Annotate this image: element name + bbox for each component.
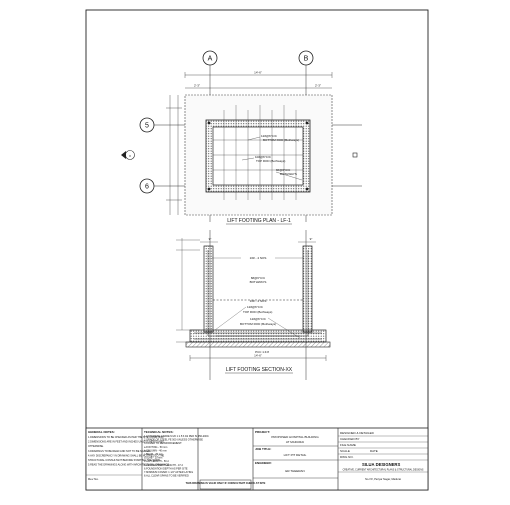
- plan-left-edge-dim: 2'-3": [194, 84, 200, 88]
- general_notes-line: 1.DIMENSIONS TO BE CHECKED AS PER THE SI…: [88, 436, 164, 439]
- grid-label-6: 6: [145, 184, 149, 191]
- scale-label: SCALE: [340, 449, 350, 453]
- general_notes-line: OTHERWISE.: [88, 445, 104, 448]
- section-label-bottom-rod: BOTTOM ROD (Bothways): [240, 322, 276, 326]
- plan-rebar-wall: 8#@6"C/C: [276, 168, 291, 172]
- general_notes-line: 2.DIMENSIONS ARE IN FEET AND INCHES UNLE…: [88, 441, 164, 444]
- engineer-label: ENGINEER:: [255, 461, 272, 465]
- checked-label: CHECKED BY: [340, 437, 360, 441]
- section-label-8cc: 8#@6"C/C: [251, 276, 266, 280]
- date-label: DATE: [370, 449, 378, 453]
- technical_notes-line: a.FOOTING - 50 mm: [144, 446, 167, 449]
- section-mark-label: X: [129, 154, 131, 158]
- general_notes-line: 5.READ THE DRAWINGS ALONG WITH ARCHITECT…: [88, 464, 170, 467]
- general-notes-list: 1.DIMENSIONS TO BE CHECKED AS PER THE SI…: [88, 436, 170, 467]
- job-title: LIFT PIT DETAIL: [284, 453, 307, 457]
- consultant-note: THIS DRAWING IS VALID ONLY IF CONSULTANT…: [186, 481, 266, 485]
- grid-label-b: B: [304, 56, 309, 63]
- designer-address: No.7/2, Periyar Nagar, Madurai: [365, 477, 401, 481]
- plan-pit-inner: [212, 126, 304, 186]
- technical_notes-line: 6.FOUNDATION DEPTH AS PER SITE: [144, 467, 188, 470]
- grid-label-a: A: [208, 56, 213, 63]
- general_notes-line: STRUCTURAL CONSULTANT BEFORE STARTING TH…: [88, 459, 161, 462]
- section-right-dim: 9": [310, 237, 313, 241]
- section-wall-left: [203, 245, 214, 333]
- section-label-bot-12: 12#@6"C/C: [250, 317, 267, 321]
- plan-rebar-top-note: TOP ROD (Bothways): [256, 159, 285, 163]
- lift-footing-section: 9" 9" PCC 1:4:8 16# - 4 NOS: [176, 230, 331, 380]
- technical_notes-line: 5.DEVELOPMENT LENGTH - 47 d: [144, 464, 183, 467]
- designer-sub: CREATIVE, CURRENT ARCHITECTURAL PLANS & …: [343, 469, 424, 472]
- section-label-4nos-top: 16# - 4 NOS: [250, 256, 267, 260]
- section-pcc-label: PCC 1:4:8: [255, 350, 269, 354]
- section-pcc: [185, 341, 331, 348]
- section-label-4nos-bottom: 16# - 4 NOS: [250, 299, 267, 303]
- rev-no-label: Rev No.: [88, 477, 99, 481]
- technical-notes-list: 1.CONCRETE GRADE M 20 1:1.5:3 AS PER IS …: [144, 435, 209, 478]
- lift-footing-plan: A B 5 6 14'-6" 2'-3" 2'-3": [121, 50, 362, 225]
- section-label-bothways: BOTHWAYS: [250, 280, 267, 284]
- plan-overall-dim: 14'-6": [254, 71, 262, 75]
- section-title: LIFT FOOTING SECTION-XX: [226, 367, 293, 373]
- project-location: AT MADURAI: [286, 440, 304, 444]
- technical_notes-line: c.BEAM - 25 mm: [144, 453, 163, 456]
- plan-title: LIFT FOOTING PLAN - LF-1: [227, 218, 291, 224]
- project-name: PROPOSED HOSPITAL BUILDING: [271, 435, 319, 439]
- general-notes-heading: GENERAL NOTES:: [88, 430, 115, 434]
- technical_notes-line: d.SLAB - 20 mm: [144, 457, 162, 460]
- plan-rebar-bottom-note: BOTTOM ROD (Bothways): [263, 138, 299, 142]
- technical_notes-line: 8.ALL CLEAR SPANS TO BE VERIFIED: [144, 475, 189, 478]
- job-title-label: JOB TITLE:: [255, 447, 271, 451]
- section-dim-14: 14'-6": [254, 354, 262, 358]
- title-block: GENERAL NOTES: 1.DIMENSIONS TO BE CHECKE…: [85, 427, 429, 491]
- technical_notes-line: b.COLUMN - 40 mm: [144, 449, 167, 452]
- file-name-label: FILE NAME: [340, 443, 356, 447]
- plan-right-edge-dim: 2'-3": [315, 84, 321, 88]
- dwg-no-label: DWG NO.: [340, 455, 354, 459]
- plan-rebar-top: 10#@6"C/C: [255, 155, 272, 159]
- technical_notes-line: 1.CONCRETE GRADE M 20 1:1.5:3 AS PER IS …: [144, 435, 209, 438]
- plan-rebar-bottom: 12#@6"C/C: [261, 134, 278, 138]
- section-label-top-rod: TOP ROD (Bothways): [243, 310, 272, 314]
- plan-rebar-wall-note: BOTHWAYS: [280, 172, 297, 176]
- general_notes-line: 3.DRAWINGS TO BE READ AND NOT TO BE SCAL…: [88, 450, 151, 453]
- project-label: PROJECT:: [255, 430, 270, 434]
- technical_notes-line: 2.GRADE OF STEEL FE 500 UNLESS OTHERWISE: [144, 439, 203, 442]
- technical-notes-heading: TECHNICAL NOTES:: [144, 430, 173, 434]
- grid-label-5: 5: [145, 123, 149, 130]
- section-wall-right: [302, 245, 313, 333]
- general_notes-line: 4.ANY DISCREPANCY IN DRAWING SHALL BE NO…: [88, 454, 165, 457]
- technical_notes-line: 7.MINIMUM COVER: 1 1/2" AFTER LAYING: [144, 471, 193, 474]
- technical_notes-line: 3.COVER TO REINFORCEMENT:: [144, 442, 182, 445]
- section-label-top-12: 12#@6"C/C: [247, 305, 264, 309]
- technical_notes-line: 4.LAP LENGTH - 50 d: [144, 460, 169, 463]
- designer-name: SILUA DESIGNERS: [362, 462, 400, 467]
- sheet-border: [85, 9, 429, 491]
- engineer-name: ER.THEERAN: [285, 469, 304, 473]
- section-left-dim: 9": [209, 237, 212, 241]
- designed-label: DESIGNED & DETAILED: [340, 431, 375, 435]
- section-marker-right: [352, 152, 358, 158]
